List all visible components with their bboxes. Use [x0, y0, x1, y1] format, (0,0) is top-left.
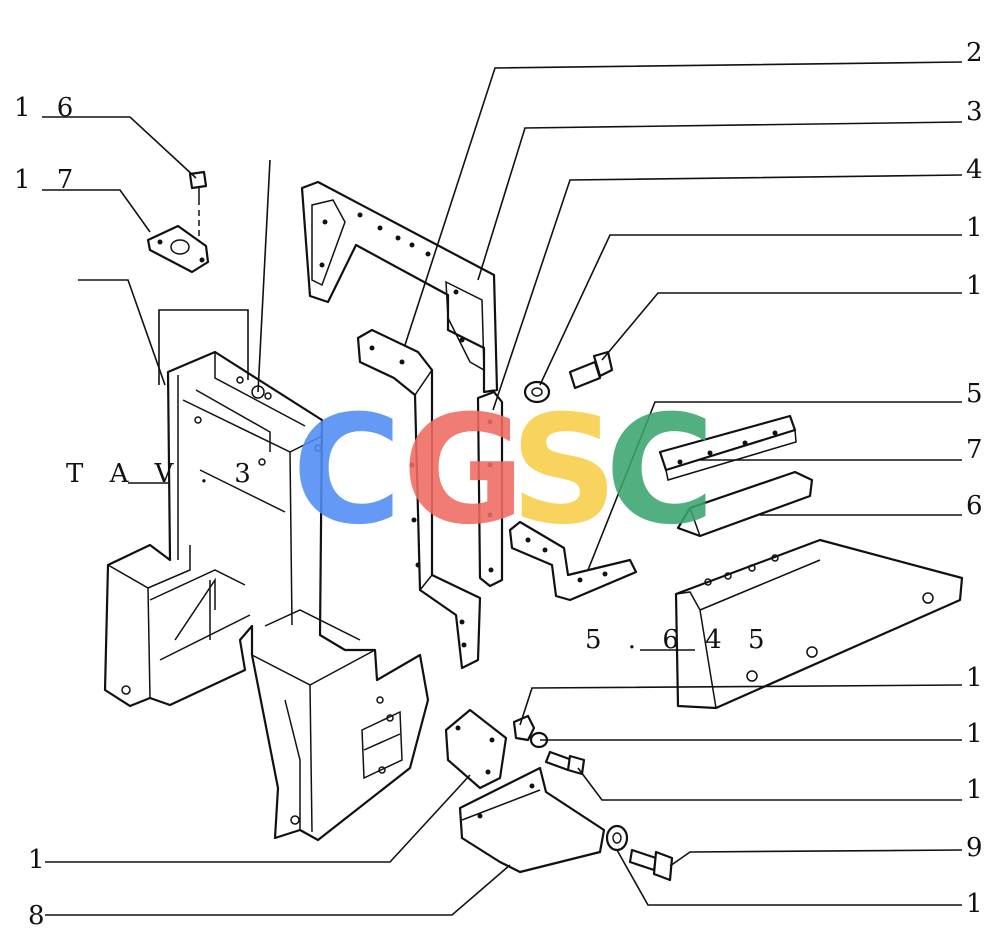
callout-4: 4 [966, 155, 992, 185]
watermark: C G S C [292, 384, 715, 558]
main-frame-casting [103, 159, 430, 842]
footplate [458, 766, 606, 874]
watermark-letter-c2: C [605, 384, 715, 558]
flange-plate [146, 224, 210, 274]
bolt-lower [544, 750, 586, 776]
callout-2: 2 [966, 38, 992, 68]
callout-1-cover: 1 [28, 845, 54, 875]
side-rail [356, 328, 482, 670]
flat-bar [658, 414, 797, 481]
callout-9: 9 [966, 833, 992, 863]
cover-plate [444, 708, 508, 790]
watermark-letter-g: G [402, 384, 525, 558]
callout-10: 1 0 [966, 889, 1000, 919]
watermark-letter-s: S [510, 384, 618, 558]
callout-labels: 2 3 4 1 1 5 7 6 1 2 1 3 1 9 1 0 1 6 1 7 … [14, 38, 1000, 931]
bolt-footplate [628, 848, 674, 882]
gasket-plate [300, 180, 499, 394]
callout-3: 3 [966, 97, 992, 127]
strip [476, 390, 504, 588]
nut [512, 714, 536, 742]
callout-16: 1 6 [14, 93, 82, 123]
callout-8: 8 [28, 901, 54, 931]
reference-casting [674, 538, 964, 710]
callout-7: 7 [966, 435, 992, 465]
reference-tav: T A V . 3 [66, 459, 260, 489]
washer-upper [523, 380, 551, 404]
callout-5: 5 [966, 379, 992, 409]
bolt-upper [568, 350, 614, 390]
bracket [508, 520, 638, 602]
callout-1-washer: 1 [966, 213, 992, 243]
callout-12: 1 2 [966, 663, 1000, 693]
callout-6: 6 [966, 491, 992, 521]
washer-lower [605, 824, 629, 852]
angle-bar [676, 470, 814, 538]
leader-lines [42, 61, 963, 916]
callout-17: 1 7 [14, 165, 82, 195]
callout-1-lower-bolt: 1 [966, 775, 992, 805]
callout-1-bolt: 1 [966, 271, 992, 301]
reference-part-number: 5 . 6 4 5 [585, 625, 774, 655]
watermark-letter-c1: C [292, 384, 402, 558]
callout-13: 1 3 [966, 719, 1000, 749]
